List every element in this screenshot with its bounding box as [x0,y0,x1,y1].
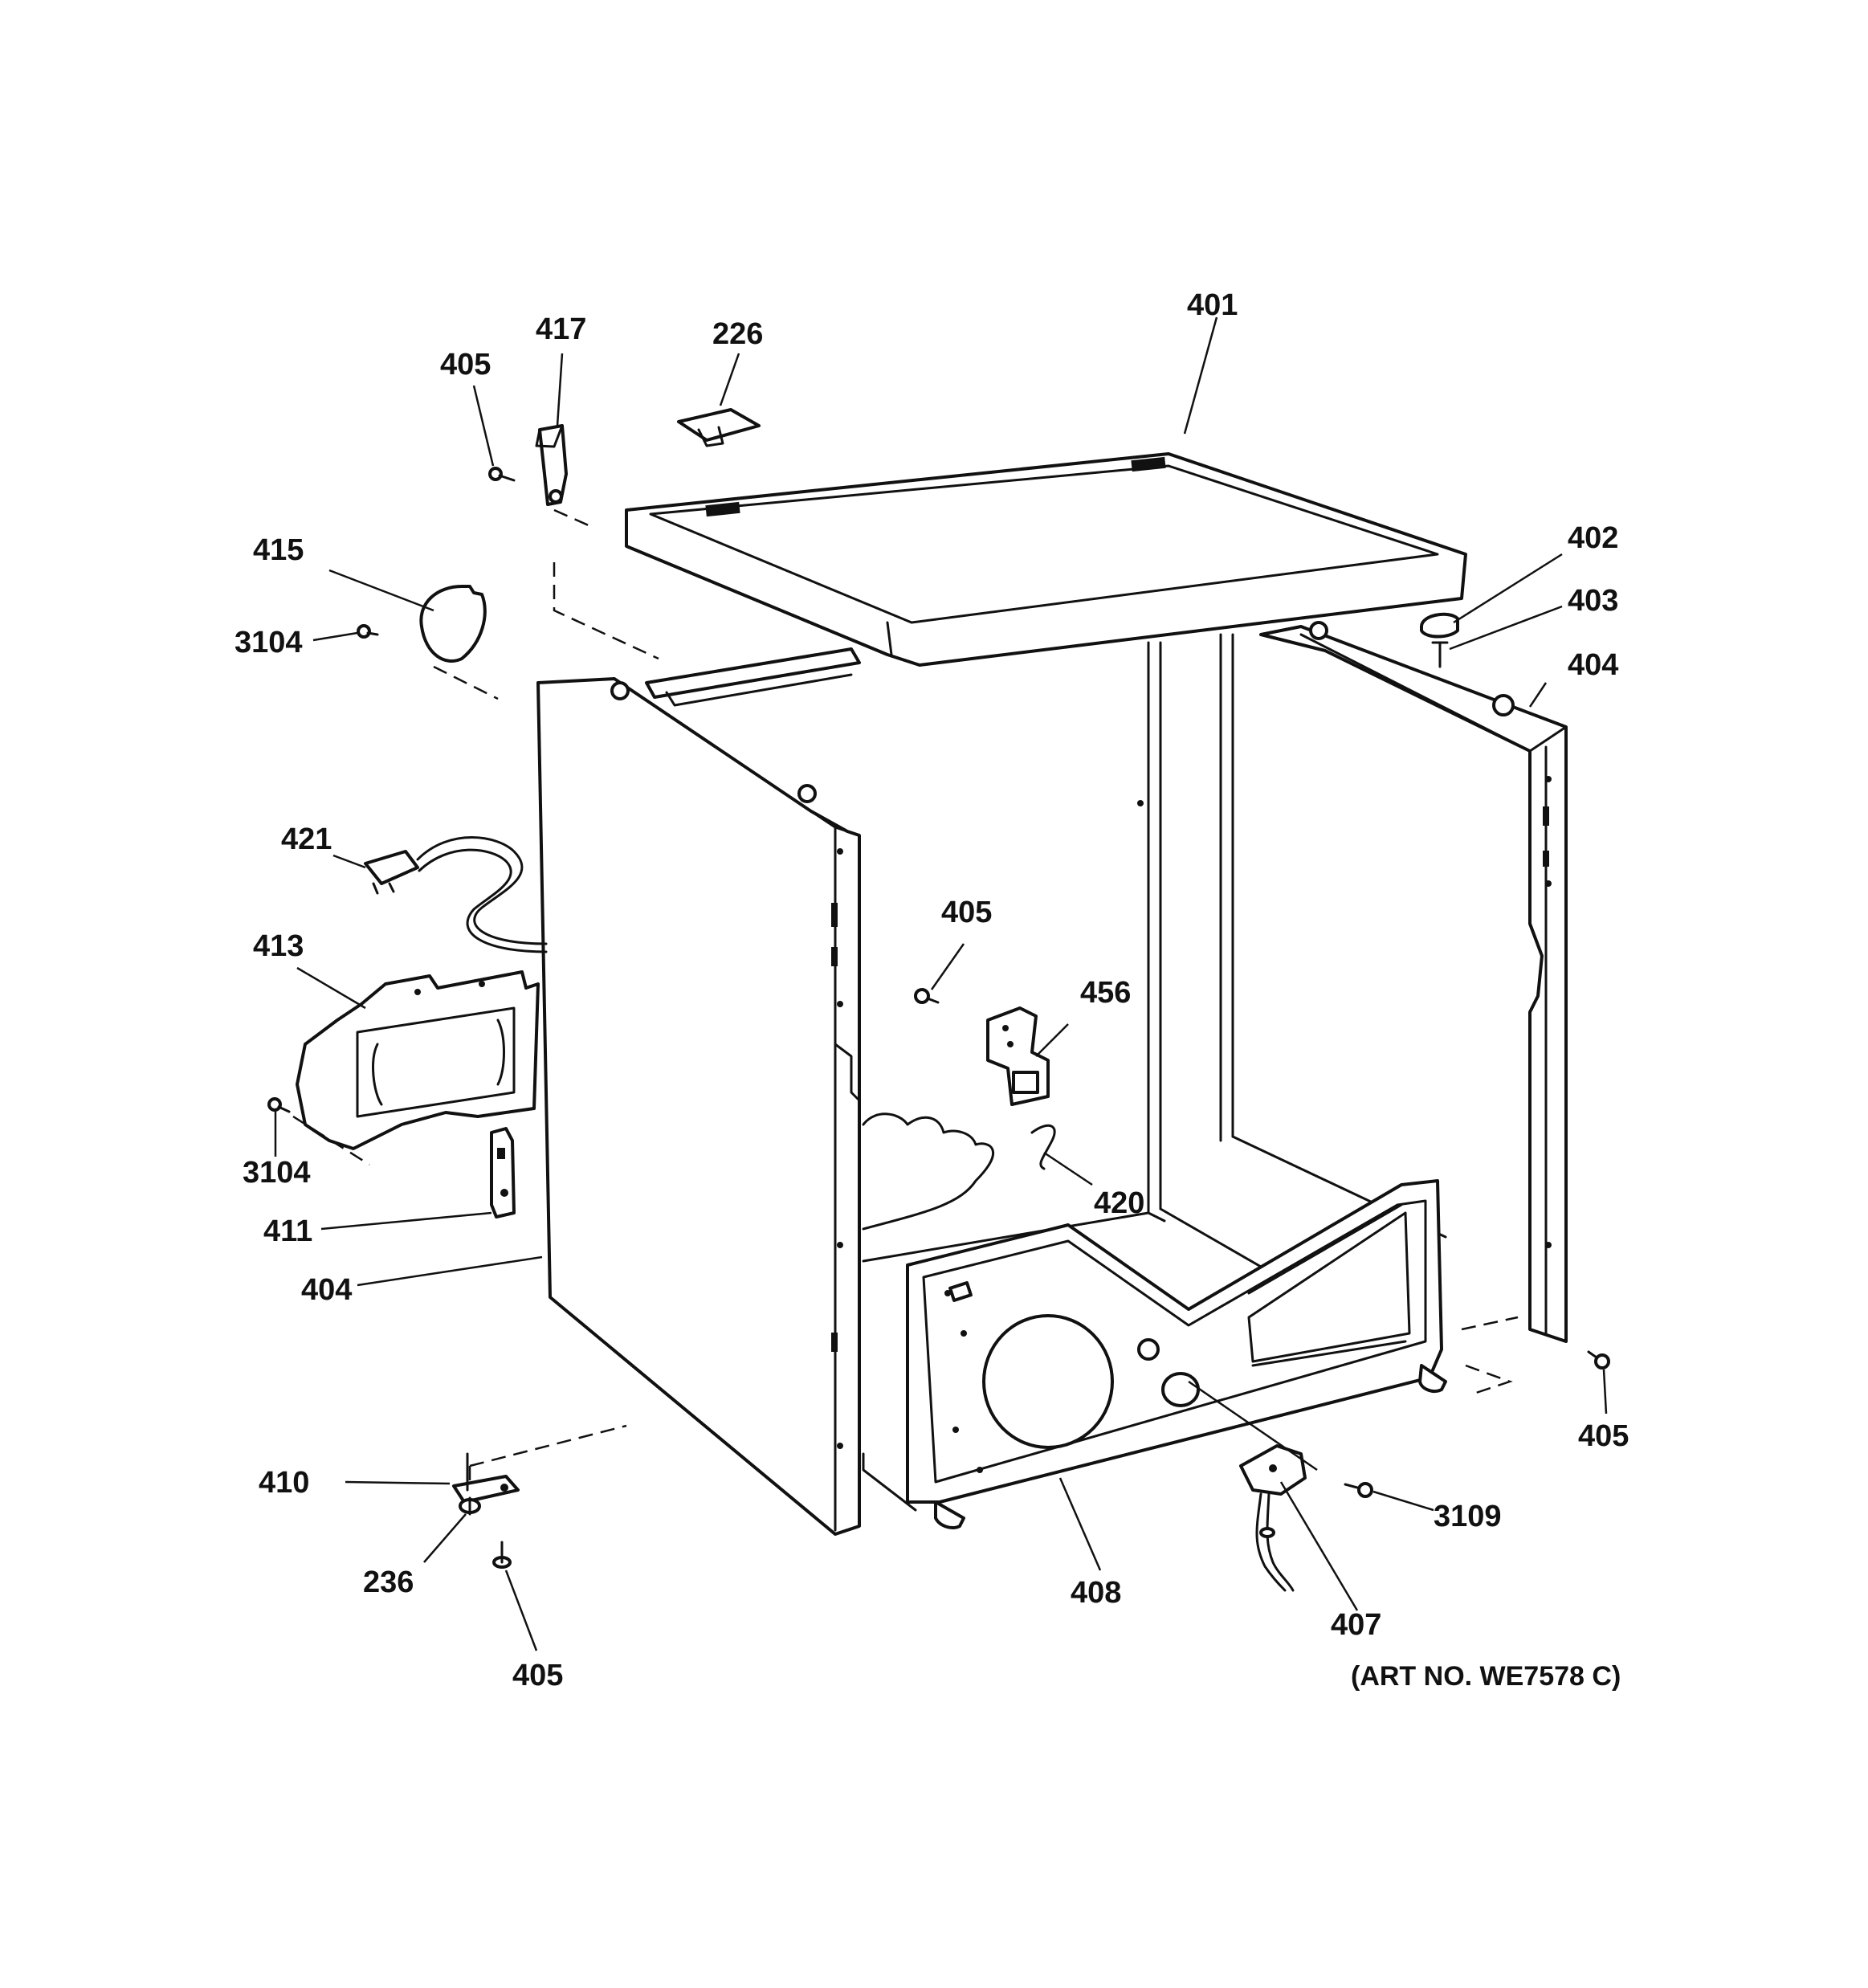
part-label-3109: 3109 [1434,1500,1502,1533]
part-label-404-right: 404 [1568,648,1618,682]
part-label-405: 405 [440,348,491,382]
top-hinge [535,424,568,506]
screw-405-a [488,467,516,482]
part-label-226: 226 [712,317,763,351]
screw-3104-a [357,624,379,639]
part-label-420: 420 [1094,1186,1144,1220]
part-label-410: 410 [259,1466,309,1500]
part-label-402: 402 [1568,521,1618,555]
art-number: (ART NO. WE7578 C) [1351,1661,1621,1692]
part-label-405-b: 405 [941,896,992,929]
part-label-401: 401 [1187,288,1238,322]
leveling-leg [459,1496,481,1516]
part-label-405-d: 405 [1578,1419,1629,1453]
part-label-421: 421 [281,823,332,856]
terminal-block [490,1127,516,1219]
part-label-3104-b: 3104 [243,1156,311,1190]
part-label-456: 456 [1080,976,1131,1010]
screw-403 [1431,641,1449,668]
part-label-236: 236 [363,1565,414,1599]
screw-405-b [914,988,940,1004]
pad-402 [1420,612,1459,639]
part-label-408: 408 [1071,1576,1121,1610]
leader-lines [274,316,1608,1651]
cover-plate [419,585,487,663]
top-panel [625,452,1467,667]
part-label-415: 415 [253,533,304,567]
part-label-3104: 3104 [235,626,303,659]
screw-405-d [1587,1350,1610,1370]
part-label-417: 417 [536,312,586,346]
motor-switch [1239,1444,1307,1592]
power-cord [364,836,548,953]
terminal-cover [296,970,540,1150]
screw-405-c [492,1541,512,1569]
bracket-456 [986,1006,1050,1106]
part-label-411: 411 [263,1214,312,1248]
back-panel-cutout [862,800,1150,1263]
part-label-413: 413 [253,929,304,963]
part-label-407: 407 [1331,1608,1381,1642]
side-panel-left [536,677,861,1536]
screw-3104-b [267,1097,291,1113]
leg-bracket [452,1452,520,1504]
clip-420 [1030,1124,1056,1170]
part-label-403: 403 [1568,584,1618,618]
base [862,1179,1447,1529]
screw-3109 [1344,1482,1373,1498]
top-clip [677,408,761,447]
side-panel-right [1259,621,1568,1343]
part-label-405-c: 405 [512,1659,563,1692]
part-label-404-left: 404 [301,1273,352,1307]
